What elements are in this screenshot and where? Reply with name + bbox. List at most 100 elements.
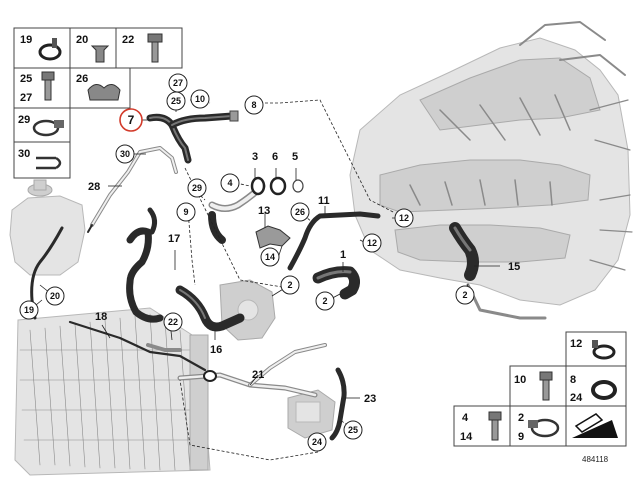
callout-circle: 22 xyxy=(163,312,183,332)
callout-plain: 1 xyxy=(340,249,346,261)
callout-circle: 20 xyxy=(45,286,65,306)
legend-bottom: 12 10 8 24 4 14 2 9 xyxy=(453,331,627,447)
hose-clamp-spring-icon xyxy=(38,38,62,61)
sealing-ring-5 xyxy=(292,179,304,193)
expansion-rivet-icon xyxy=(90,45,110,63)
legend-label: 12 xyxy=(570,338,582,350)
callout-plain: 5 xyxy=(292,151,298,163)
callout-plain: 13 xyxy=(258,205,270,217)
auxiliary-water-pump xyxy=(287,389,336,439)
svg-text:12: 12 xyxy=(367,238,377,248)
svg-text:27: 27 xyxy=(173,78,183,88)
vent-line-28 xyxy=(87,146,178,233)
callout-circle: 9 xyxy=(176,202,196,222)
callout-circle: 29 xyxy=(187,178,207,198)
callout-plain: 3 xyxy=(252,151,258,163)
callout-circle: 19 xyxy=(19,300,39,320)
legend-label: 29 xyxy=(18,114,30,126)
legend-label: 4 xyxy=(462,412,469,424)
callout-circle: 2 xyxy=(280,275,300,295)
legend-label: 30 xyxy=(18,148,30,160)
legend-label: 20 xyxy=(76,34,88,46)
coolant-hose-1 xyxy=(312,266,361,300)
svg-text:10: 10 xyxy=(195,94,205,104)
legend-top: 19 20 22 25 27 26 29 30 xyxy=(13,27,183,179)
hose-clamp-worm-icon xyxy=(528,418,560,438)
callout-circle: 4 xyxy=(220,173,240,193)
callout-circle: 30 xyxy=(115,144,135,164)
svg-text:29: 29 xyxy=(192,183,202,193)
callout-plain: 21 xyxy=(252,369,264,381)
callout-circle: 12 xyxy=(362,233,382,253)
legend-label: 19 xyxy=(20,34,32,46)
callout-circle: 2 xyxy=(315,291,335,311)
legend-label: 8 xyxy=(570,374,576,386)
callout-plain: 11 xyxy=(318,195,330,207)
engine-block xyxy=(349,21,633,306)
screw-icon xyxy=(539,371,553,401)
svg-text:14: 14 xyxy=(265,252,275,262)
callout-circle: 25 xyxy=(166,91,186,111)
callout-highlighted-7[interactable]: 7 xyxy=(119,108,143,132)
svg-text:26: 26 xyxy=(295,207,305,217)
callout-circle: 26 xyxy=(290,202,310,222)
callout-plain: 18 xyxy=(95,311,107,323)
svg-text:2: 2 xyxy=(322,296,327,306)
callout-circle: 12 xyxy=(394,208,414,228)
callout-circle: 2 xyxy=(455,285,475,305)
coolant-hose-16b xyxy=(147,207,158,235)
legend-label: 9 xyxy=(518,431,524,443)
thermostat-housing xyxy=(219,279,276,341)
hose-clamp-spring-icon xyxy=(592,340,616,360)
svg-text:7: 7 xyxy=(128,113,135,127)
svg-text:9: 9 xyxy=(183,207,188,217)
bolt-icon xyxy=(488,411,502,441)
bolt-icon xyxy=(147,33,163,63)
vent-line-18 xyxy=(68,320,207,372)
legend-label: 27 xyxy=(20,92,32,104)
hose-clamp-3 xyxy=(250,176,266,196)
coolant-hose-11 xyxy=(287,211,381,271)
sealing-ring-icon xyxy=(591,380,617,400)
svg-text:30: 30 xyxy=(120,149,130,159)
legend-label: 24 xyxy=(570,392,583,404)
callout-plain: 23 xyxy=(364,393,376,405)
wedge-arrow-icon xyxy=(572,413,618,438)
callout-plain: 17 xyxy=(168,233,180,245)
legend-label: 10 xyxy=(514,374,526,386)
callout-plain: 16 xyxy=(210,344,222,356)
callout-circle: 27 xyxy=(168,73,188,93)
svg-text:22: 22 xyxy=(168,317,178,327)
hose-clamp-worm-icon xyxy=(32,119,64,137)
svg-text:25: 25 xyxy=(348,425,358,435)
coolant-hose-7 xyxy=(146,110,239,164)
screw-icon xyxy=(41,71,55,101)
callout-circle: 10 xyxy=(190,89,210,109)
quick-connector-clip-icon xyxy=(36,156,62,170)
legend-label: 26 xyxy=(76,73,88,85)
callout-plain: 15 xyxy=(508,261,520,273)
expansion-tank xyxy=(9,179,86,276)
callout-circle: 24 xyxy=(307,432,327,452)
hose-clamp-6 xyxy=(269,176,287,196)
legend-label: 25 xyxy=(20,73,32,85)
callout-circle: 25 xyxy=(343,420,363,440)
bleed-line-20 xyxy=(30,226,64,320)
legend-label: 14 xyxy=(460,431,473,443)
bracket-13 xyxy=(255,225,291,249)
callout-circle: 8 xyxy=(244,95,264,115)
callout-circle: 14 xyxy=(260,247,280,267)
hose-holder-icon xyxy=(87,84,121,101)
svg-text:25: 25 xyxy=(171,96,181,106)
svg-text:19: 19 xyxy=(24,305,34,315)
coolant-hose-23 xyxy=(329,367,347,441)
diagram-number: 484118 xyxy=(582,455,609,464)
svg-text:12: 12 xyxy=(399,213,409,223)
callout-plain: 6 xyxy=(272,151,278,163)
svg-text:20: 20 xyxy=(50,291,60,301)
legend-label: 22 xyxy=(122,34,134,46)
svg-text:8: 8 xyxy=(251,100,256,110)
svg-text:2: 2 xyxy=(462,290,467,300)
svg-text:24: 24 xyxy=(312,437,322,447)
